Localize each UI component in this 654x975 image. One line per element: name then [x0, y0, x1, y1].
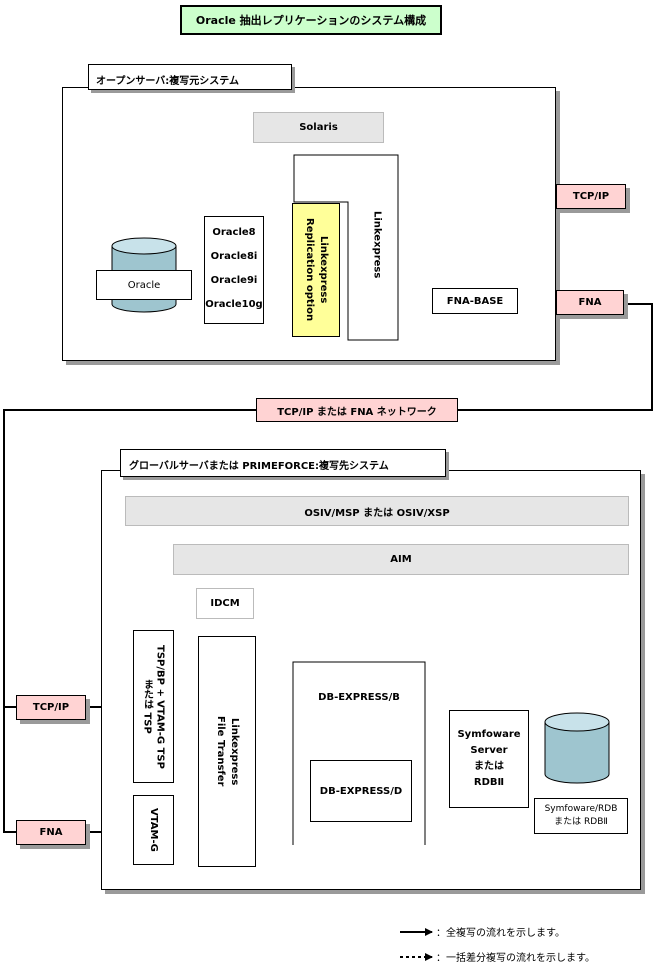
osiv-box: OSIV/MSP または OSIV/XSP — [125, 496, 629, 526]
legend-full-copy: ：全複写の流れを示します。 — [436, 928, 565, 939]
aim-box: AIM — [173, 544, 629, 575]
symfoware-line3: または — [474, 761, 504, 772]
linkexpress-file-transfer-box: Linkexpress File Transfer — [198, 636, 256, 867]
legend-diff-copy: ：一括差分複写の流れを示します。 — [436, 953, 595, 964]
symfoware-server-box: Symfoware Server または RDBⅡ — [449, 710, 529, 808]
linkexpress-ft-line1: Linkexpress — [229, 717, 240, 786]
oracle-version-10g: Oracle10g — [205, 299, 263, 310]
tsp-line1: TSP/BP + VTAM-G TSP — [154, 644, 166, 769]
fna-base-box: FNA-BASE — [432, 288, 518, 314]
replication-option-box: Linkexpress Replication option — [292, 203, 340, 337]
oracle-version-8i: Oracle8i — [210, 251, 258, 262]
source-fna-box: FNA — [556, 290, 624, 315]
solaris-box: Solaris — [253, 112, 384, 143]
symfoware-line2: Server — [470, 745, 508, 756]
page-title: Oracle 抽出レプリケーションのシステム構成 — [180, 5, 442, 35]
tsp-box: TSP/BP + VTAM-G TSP または TSP — [133, 630, 174, 783]
target-fna-box: FNA — [16, 820, 86, 845]
vtam-label: VTAM-G — [148, 808, 159, 852]
oracle-version-9i: Oracle9i — [210, 275, 258, 286]
network-label: TCP/IP または FNA ネットワーク — [256, 398, 458, 422]
oracle-versions-box: Oracle8 Oracle8i Oracle9i Oracle10g — [204, 216, 264, 324]
oracle-db-label: Oracle — [96, 270, 192, 300]
legend-diff-copy-text: 一括差分複写の流れを示します。 — [446, 953, 595, 964]
symfoware-line4: RDBⅡ — [473, 777, 505, 788]
tsp-line2: または TSP — [141, 679, 153, 734]
vtam-box: VTAM-G — [133, 795, 174, 865]
legend-full-copy-text: 全複写の流れを示します。 — [446, 928, 565, 939]
db-express-b-label: DB-EXPRESS/B — [318, 692, 400, 703]
replication-option-line2: Replication option — [304, 218, 315, 322]
target-db-caption: Symfoware/RDB または RDBⅡ — [534, 798, 628, 834]
source-system-label: オープンサーバ:複写元システム — [88, 64, 292, 90]
symfoware-line1: Symfoware — [457, 729, 521, 740]
linkexpress-label: Linkexpress — [371, 211, 383, 279]
target-tcpip-box: TCP/IP — [16, 695, 86, 720]
replication-option-line1: Linkexpress — [318, 236, 329, 304]
source-tcpip-box: TCP/IP — [556, 184, 626, 209]
target-system-label: グローバルサーバまたは PRIMEFORCE:複写先システム — [120, 449, 446, 477]
db-express-d-box: DB-EXPRESS/D — [310, 760, 412, 822]
idcm-box: IDCM — [196, 588, 254, 619]
target-db-caption-line1: Symfoware/RDB — [544, 804, 618, 814]
target-db-caption-line2: または RDBⅡ — [554, 817, 608, 827]
oracle-version-8: Oracle8 — [212, 227, 256, 238]
linkexpress-ft-line2: File Transfer — [215, 716, 226, 787]
